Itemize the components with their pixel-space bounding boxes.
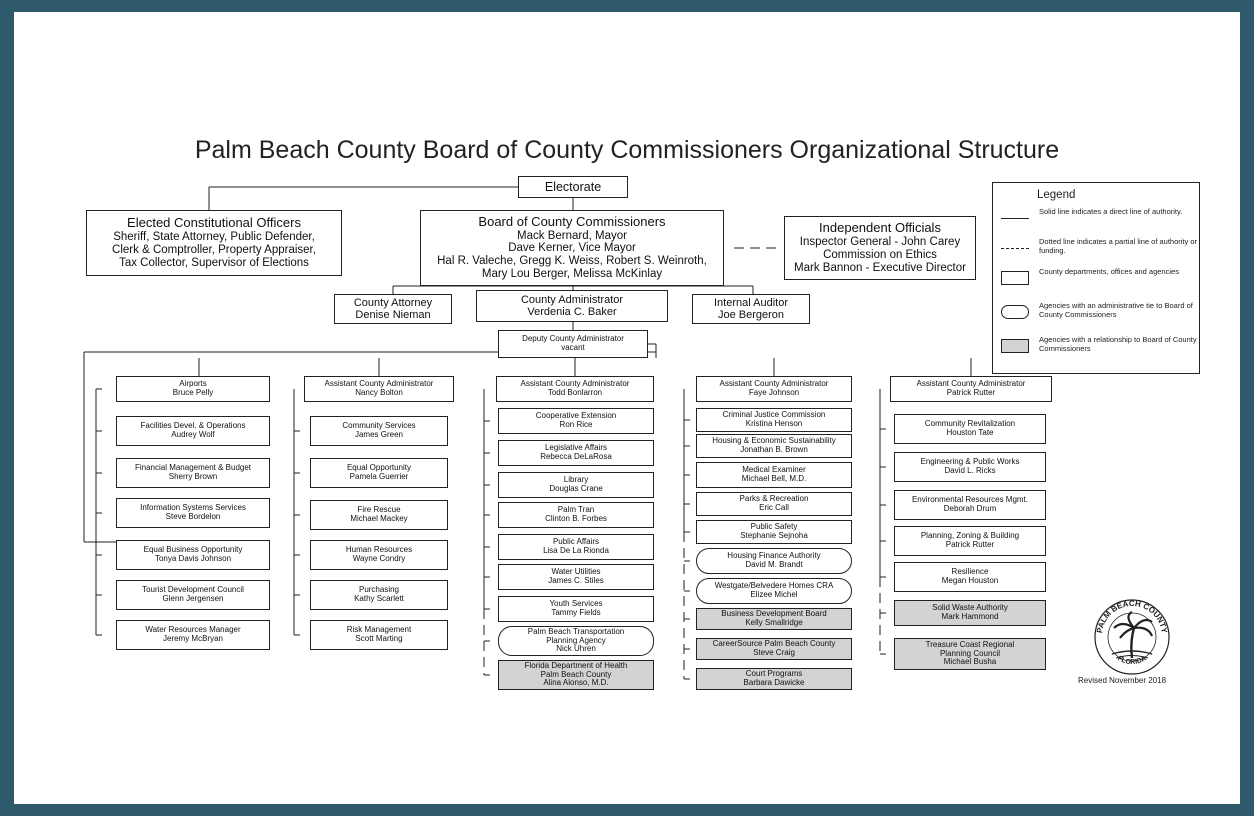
constitutional-line-3: Tax Collector, Supervisor of Elections	[119, 256, 309, 269]
electorate-box: Electorate	[518, 176, 628, 198]
independent-line-2: Commission on Ethics	[823, 248, 937, 261]
independent-line-1: Inspector General - John Carey	[799, 235, 961, 248]
independent-title: Independent Officials	[819, 220, 941, 236]
dept-environmental-resources: Environmental Resources Mgmt.Deborah Dru…	[894, 490, 1046, 520]
independent-officials-box: Independent Officials Inspector General …	[784, 216, 976, 280]
county-administrator-title: County Administrator	[520, 293, 624, 306]
org-chart-sheet: Palm Beach County Board of County Commis…	[14, 12, 1240, 804]
department-swatch	[1001, 271, 1029, 285]
legend-row-department: County departments, offices and agencies	[1001, 267, 1197, 293]
deputy-title: Deputy County Administrator	[522, 334, 624, 344]
chart-title: Palm Beach County Board of County Commis…	[194, 136, 1060, 164]
legend-text-dotted: Dotted line indicates a partial line of …	[1039, 237, 1198, 256]
relationship-swatch	[1001, 339, 1029, 353]
legend-row-solid: Solid line indicates a direct line of au…	[1001, 207, 1197, 233]
constitutional-line-1: Sheriff, State Attorney, Public Defender…	[113, 230, 315, 243]
legend-text-department: County departments, offices and agencies	[1039, 267, 1179, 276]
legend-row-relationship: Agencies with a relationship to Board of…	[1001, 335, 1197, 361]
board-line-4: Mary Lou Berger, Melissa McKinlay	[481, 268, 663, 281]
dotted-line-swatch	[1001, 241, 1029, 249]
county-seal-icon: PALM BEACH COUNTY FLORIDA	[1094, 599, 1170, 675]
legend-title: Legend	[1037, 189, 1076, 201]
legend-row-dotted: Dotted line indicates a partial line of …	[1001, 237, 1197, 263]
constitutional-line-2: Clerk & Comptroller, Property Appraiser,	[112, 243, 316, 256]
board-of-commissioners-box: Board of County Commissioners Mack Berna…	[420, 210, 724, 286]
solid-line-swatch	[1001, 211, 1029, 219]
constitutional-title: Elected Constitutional Officers	[127, 215, 301, 231]
county-attorney-box: County Attorney Denise Nieman	[334, 294, 452, 324]
county-administrator-name: Verdenia C. Baker	[527, 306, 617, 318]
county-attorney-name: Denise Nieman	[355, 309, 431, 321]
internal-auditor-name: Joe Bergeron	[717, 309, 785, 321]
deputy-administrator-box: Deputy County Administrator vacant	[498, 330, 648, 358]
county-attorney-title: County Attorney	[353, 296, 433, 309]
legend-text-relationship: Agencies with a relationship to Board of…	[1039, 335, 1197, 354]
board-line-1: Mack Bernard, Mayor	[517, 229, 627, 242]
internal-auditor-box: Internal Auditor Joe Bergeron	[692, 294, 810, 324]
county-administrator-box: County Administrator Verdenia C. Baker	[476, 290, 668, 322]
electorate-label: Electorate	[544, 180, 602, 194]
admin-tie-swatch	[1001, 305, 1029, 319]
legend-text-admin-tie: Agencies with an administrative tie to B…	[1039, 301, 1193, 320]
board-line-3: Hal R. Valeche, Gregg K. Weiss, Robert S…	[437, 255, 707, 268]
internal-auditor-title: Internal Auditor	[714, 296, 788, 309]
svg-text:FLORIDA: FLORIDA	[1116, 655, 1147, 666]
deputy-name: vacant	[561, 343, 585, 352]
board-title: Board of County Commissioners	[478, 213, 666, 229]
constitutional-officers-box: Elected Constitutional Officers Sheriff,…	[86, 210, 342, 276]
board-line-2: Dave Kerner, Vice Mayor	[508, 242, 636, 255]
legend-row-admin-tie: Agencies with an administrative tie to B…	[1001, 301, 1197, 327]
legend-text-solid: Solid line indicates a direct line of au…	[1039, 207, 1183, 216]
connector-lines	[83, 186, 972, 680]
revised-date: Revised November 2018	[1078, 676, 1167, 685]
legend: Legend Solid line indicates a direct lin…	[992, 182, 1200, 374]
independent-line-3: Mark Bannon - Executive Director	[794, 261, 966, 274]
